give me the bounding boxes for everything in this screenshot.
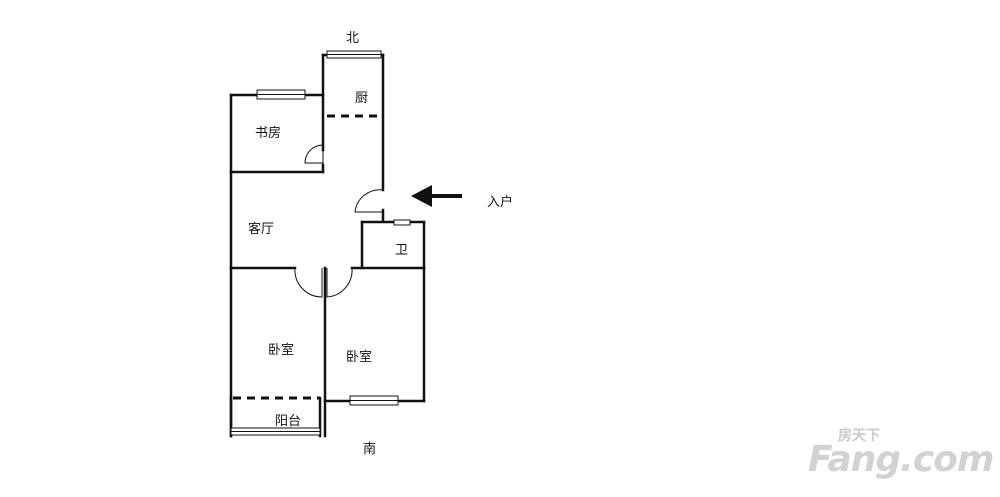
entrance-label: 入户	[487, 195, 514, 210]
window-bedroom-south	[349, 395, 399, 406]
watermark-chinese: 房天下	[838, 428, 880, 444]
compass-north: 北	[346, 31, 360, 46]
room-living: 客厅	[248, 222, 275, 237]
door-study	[304, 144, 324, 165]
room-bathroom: 卫	[395, 243, 409, 258]
window-bathroom	[393, 219, 411, 226]
door-entrance	[354, 189, 384, 213]
watermark-brand: Fang.com	[808, 439, 994, 480]
room-study: 书房	[255, 126, 282, 141]
room-bedroom-right: 卧室	[346, 350, 373, 365]
room-balcony: 阳台	[275, 414, 302, 429]
window-study-north	[256, 89, 306, 100]
window-balcony-south	[230, 427, 321, 436]
room-bedroom-left: 卧室	[268, 343, 295, 358]
door-bedroom-right	[326, 267, 353, 298]
entrance-arrow-icon	[411, 185, 462, 207]
window-kitchen-north	[326, 50, 382, 59]
door-bedroom-left	[294, 267, 323, 298]
room-kitchen: 厨	[355, 91, 369, 106]
fang-com-watermark: 房天下 Fang.com	[800, 425, 994, 485]
compass-south: 南	[363, 442, 377, 457]
